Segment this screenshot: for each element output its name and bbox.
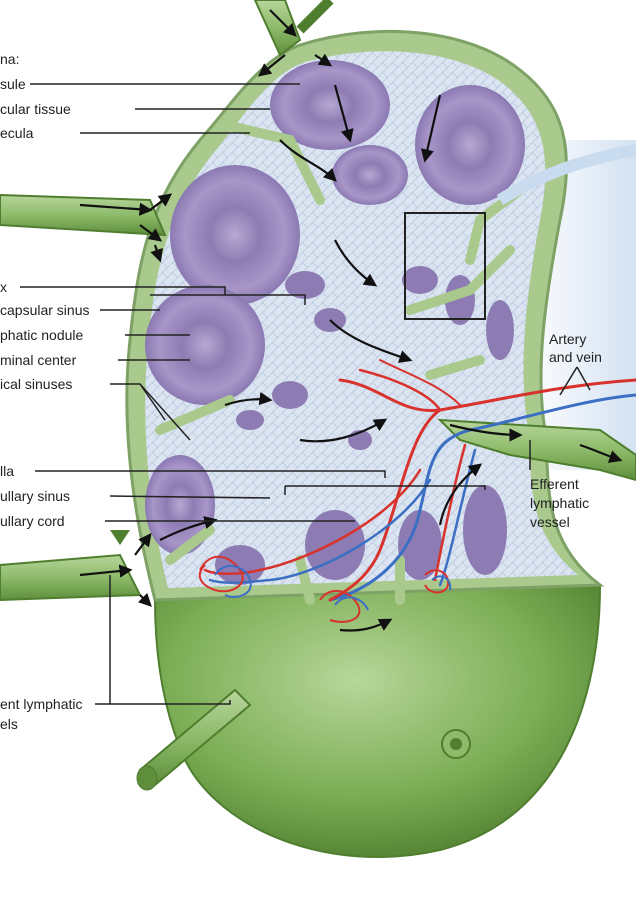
label-afferent-line2: els bbox=[0, 716, 18, 732]
label-artery-line2: and vein bbox=[549, 349, 602, 365]
label-efferent-line1: Efferent bbox=[530, 476, 579, 492]
label-medulla: lla bbox=[0, 463, 15, 479]
label-medullary-sinus: ullary sinus bbox=[0, 488, 71, 504]
label-efferent-line3: vessel bbox=[530, 514, 570, 530]
label-artery-line1: Artery bbox=[549, 331, 587, 347]
flow-arrows bbox=[79, 9, 623, 632]
capillary-tuft-right bbox=[424, 569, 452, 594]
hilum-body bbox=[153, 583, 602, 858]
top-right-vessel bbox=[496, 144, 636, 206]
label-reticular-tissue: cular tissue bbox=[0, 101, 71, 117]
capillary-tuft-middle bbox=[319, 590, 369, 623]
label-stroma-header: na: bbox=[0, 51, 20, 67]
label-germinal-center: minal center bbox=[0, 352, 77, 368]
efferent-vessel bbox=[437, 418, 636, 482]
label-capsule: sule bbox=[0, 76, 26, 92]
label-cortical-sinuses: ical sinuses bbox=[0, 376, 73, 392]
label-afferent-line1: ent lymphatic bbox=[0, 696, 83, 712]
hilum-stub-vessel-right bbox=[441, 729, 471, 759]
label-lymphatic-nodule: phatic nodule bbox=[0, 327, 84, 343]
label-cortex: x bbox=[0, 279, 7, 295]
capillary-tuft-left bbox=[198, 555, 252, 598]
label-efferent-line2: lymphatic bbox=[530, 495, 590, 511]
left-afferent-vessel-upper bbox=[0, 193, 167, 237]
lymphatic-nodules bbox=[145, 60, 525, 585]
label-trabecula: ecula bbox=[0, 125, 34, 141]
left-afferent-vessel-lower bbox=[0, 530, 142, 602]
inset-box bbox=[404, 212, 486, 320]
label-subcapsular-sinus: capsular sinus bbox=[0, 302, 90, 318]
leader-lines bbox=[20, 83, 591, 705]
top-afferent-vessel bbox=[253, 0, 334, 57]
label-medullary-cord: ullary cord bbox=[0, 513, 65, 529]
hilum-stub-vessel-left bbox=[136, 688, 252, 791]
